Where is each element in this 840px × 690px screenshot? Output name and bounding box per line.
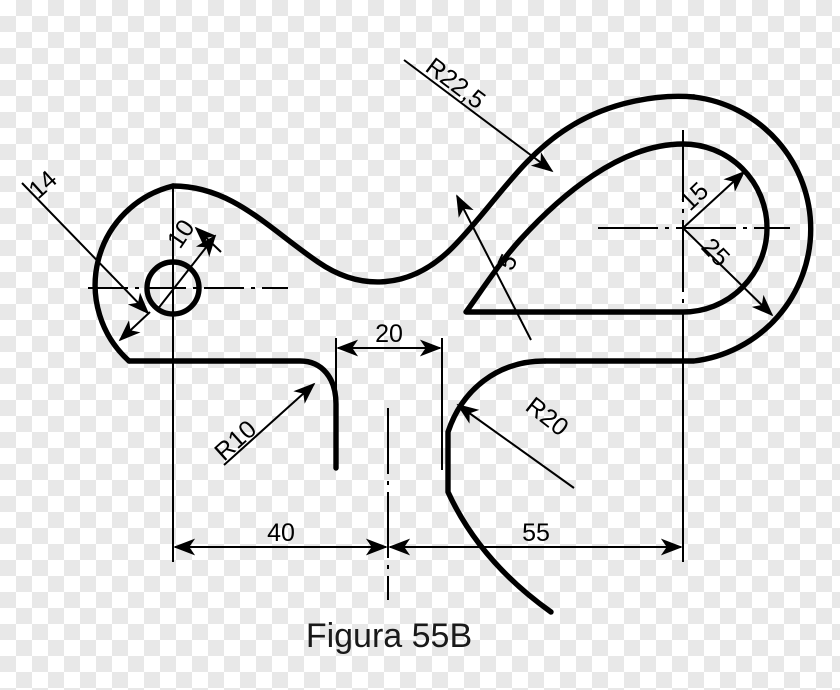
center-lines — [88, 130, 790, 600]
dim-40-label: 40 — [267, 519, 295, 547]
r15-leader — [682, 170, 746, 229]
dimension-dia-14: 14 — [21, 165, 151, 342]
dimension-r10: R10 — [209, 382, 316, 467]
dim-20-label: 20 — [375, 320, 403, 348]
thk-5-line — [456, 194, 532, 341]
hook-inner-profile — [463, 141, 770, 315]
boss-outer-arc — [92, 183, 176, 364]
dimension-r15: 15 — [675, 170, 746, 229]
r22-5-label: R22,5 — [420, 52, 490, 115]
dia-10-leader-upper — [194, 226, 222, 253]
r20-leader — [456, 403, 575, 489]
dia-14-leader-second — [118, 311, 151, 342]
dimension-r20: R20 — [456, 392, 575, 489]
boss-bore-circle — [144, 259, 202, 317]
dimension-20: 20 — [335, 320, 443, 470]
dia-14-leader — [21, 182, 150, 315]
dimension-thickness-5: 5 — [456, 194, 532, 341]
dimension-chain-bottom: 40 55 — [172, 320, 684, 562]
figure-caption: Figura 55B — [306, 617, 472, 655]
dia-10-leader — [156, 234, 217, 311]
eye-outer-arc — [542, 94, 814, 364]
r25-leader — [682, 227, 774, 317]
dia-10-label: 10 — [162, 215, 201, 254]
dim-55-label: 55 — [522, 519, 550, 547]
dia-14-label: 14 — [23, 165, 62, 204]
part-outline — [92, 93, 814, 615]
r25-label: 25 — [696, 233, 735, 272]
r10-label: R10 — [209, 415, 262, 467]
r20-label: R20 — [520, 392, 573, 442]
r10-leader — [223, 382, 316, 466]
spine-upper-scurve — [170, 93, 697, 285]
r22-5-leader — [403, 59, 554, 173]
r15-label: 15 — [675, 177, 714, 216]
dimension-r22-5: R22,5 — [403, 52, 554, 173]
fillet-right-and-tail — [445, 358, 554, 615]
